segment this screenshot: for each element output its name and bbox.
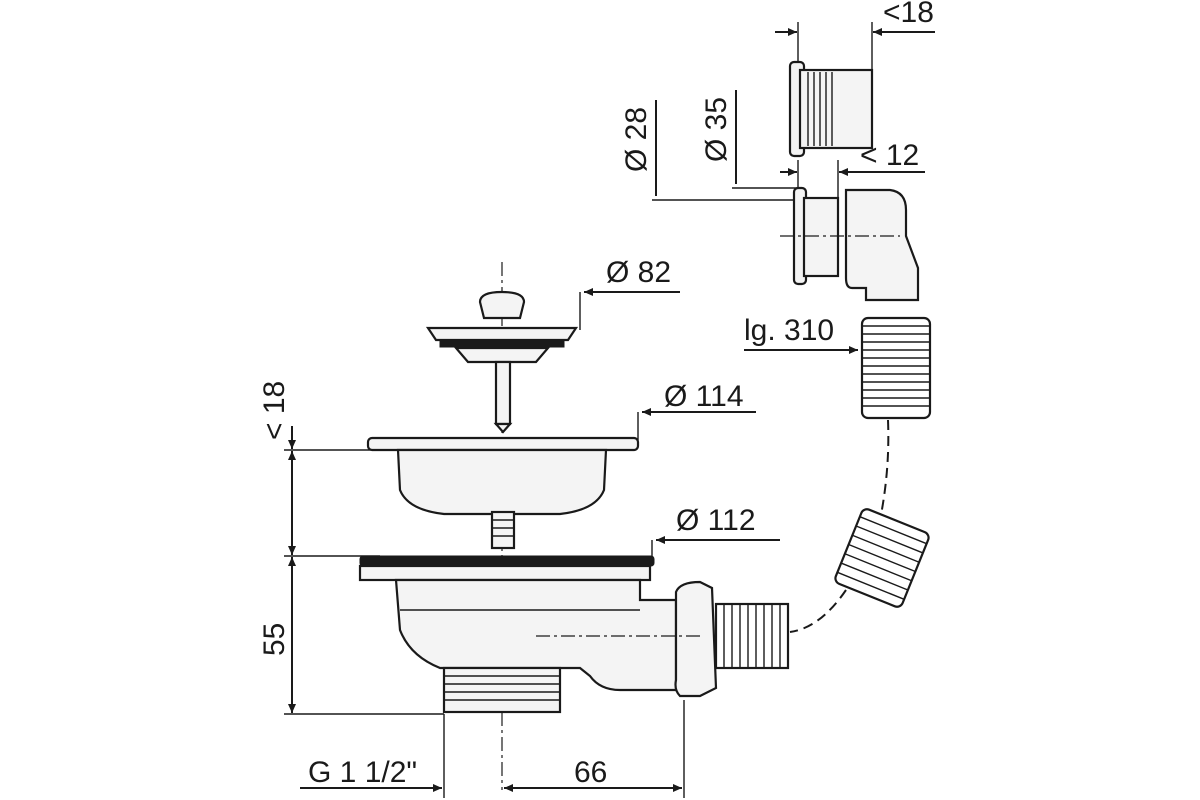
- vertical-dimensions: < 18 55: [258, 381, 444, 715]
- overflow-hose-lower: [834, 508, 930, 608]
- strainer-basket: Ø 114: [366, 380, 756, 550]
- dim-overflow-depth-side: < 12: [860, 139, 919, 172]
- overflow-cap: <18: [775, 0, 935, 158]
- overflow-hose-upper: lg. 310: [744, 314, 932, 420]
- dim-sink-thickness: < 18: [258, 381, 291, 440]
- hose-route-lower: [789, 589, 847, 633]
- overflow-diameter-dims: Ø 28 Ø 35: [620, 90, 800, 201]
- bottom-dimensions: G 1 1/2" 66: [300, 700, 685, 798]
- hose-route-upper: [879, 419, 890, 521]
- dim-body-flange-dia: Ø 112: [676, 504, 756, 537]
- dim-overflow-depth-top: <18: [883, 0, 934, 29]
- dim-flange-dia: Ø 114: [664, 380, 744, 413]
- dim-thread: G 1 1/2": [308, 756, 417, 789]
- drain-body: Ø 112: [358, 504, 790, 714]
- dim-hose-length: lg. 310: [744, 314, 834, 347]
- dim-outlet-offset: 66: [574, 756, 607, 789]
- dim-overflow-dia-35: Ø 35: [700, 97, 733, 162]
- dim-overflow-dia-28: Ø 28: [620, 107, 653, 172]
- overflow-fitting: < 12: [780, 139, 925, 302]
- dim-strainer-dia: Ø 82: [606, 256, 671, 289]
- dim-body-height: 55: [258, 623, 291, 656]
